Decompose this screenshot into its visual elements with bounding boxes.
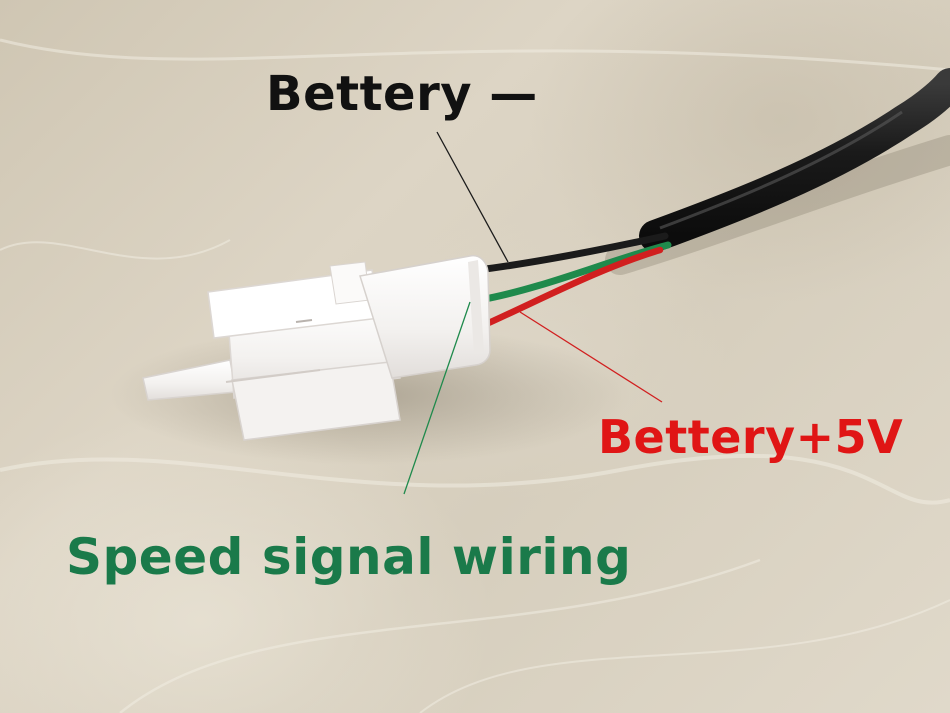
label-battery-negative: Bettery — <box>266 66 538 122</box>
marble-veins <box>0 38 950 713</box>
white-connector <box>142 254 491 441</box>
wire-red <box>478 246 664 330</box>
leader-line-positive <box>519 311 663 403</box>
wire-black <box>474 232 669 274</box>
label-speed-signal: Speed signal wiring <box>66 528 632 586</box>
cable-highlight <box>659 110 903 230</box>
leader-line-negative <box>436 131 509 263</box>
cable-jacket <box>639 68 950 252</box>
label-battery-positive: Bettery+5V <box>598 410 904 464</box>
leader-line-signal <box>403 301 471 495</box>
